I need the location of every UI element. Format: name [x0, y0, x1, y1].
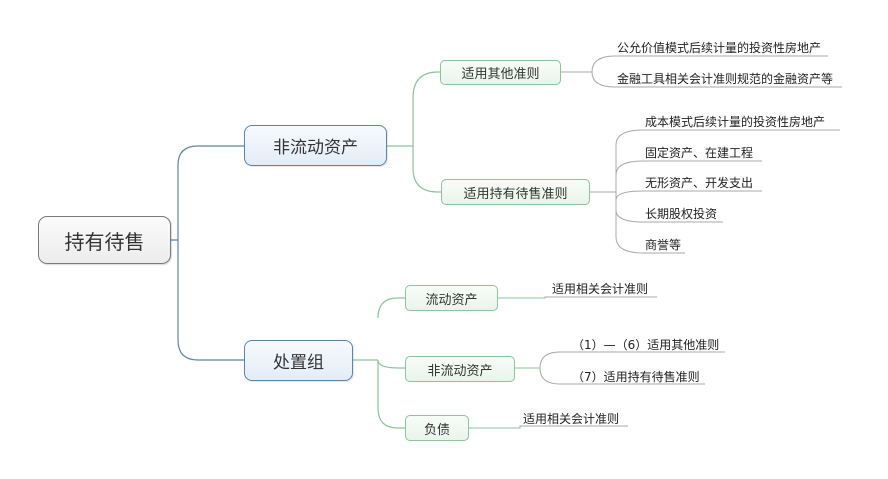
branch-disposal-group[interactable]: 处置组: [244, 340, 353, 381]
branch-non-current-assets[interactable]: 非流动资产: [244, 125, 387, 166]
sub-other-standards[interactable]: 适用其他准则: [440, 60, 561, 85]
root-node[interactable]: 持有待售: [38, 216, 171, 264]
sub-label: 适用持有待售准则: [463, 186, 568, 202]
leaf-item[interactable]: 适用相关会计准则: [552, 282, 649, 296]
leaf-item[interactable]: 长期股权投资: [645, 207, 718, 221]
leaf-item[interactable]: 公允价值模式后续计量的投资性房地产: [617, 41, 822, 55]
sub-liabilities[interactable]: 负债: [405, 415, 469, 441]
leaf-item[interactable]: （1）—（6）适用其他准则: [572, 338, 720, 352]
leaf-item[interactable]: 适用相关会计准则: [523, 412, 620, 426]
branch-label: 非流动资产: [273, 138, 358, 158]
branch-label: 处置组: [273, 353, 324, 373]
leaf-item[interactable]: 无形资产、开发支出: [645, 176, 754, 190]
sub-label: 负债: [423, 422, 450, 438]
sub-current-assets[interactable]: 流动资产: [405, 285, 498, 311]
sub-non-current-assets[interactable]: 非流动资产: [405, 356, 515, 382]
leaf-item[interactable]: 商誉等: [645, 238, 682, 252]
sub-held-for-sale-standard[interactable]: 适用持有待售准则: [441, 179, 590, 205]
root-label: 持有待售: [64, 229, 145, 254]
leaf-item[interactable]: 金融工具相关会计准则规范的金融资产等: [617, 72, 834, 86]
leaf-item[interactable]: 固定资产、在建工程: [645, 146, 754, 160]
sub-label: 流动资产: [425, 292, 478, 308]
leaf-item[interactable]: 成本模式后续计量的投资性房地产: [645, 115, 826, 129]
sub-label: 非流动资产: [427, 363, 493, 379]
sub-label: 适用其他准则: [461, 67, 540, 82]
leaf-item[interactable]: （7）适用持有待售准则: [572, 370, 700, 384]
